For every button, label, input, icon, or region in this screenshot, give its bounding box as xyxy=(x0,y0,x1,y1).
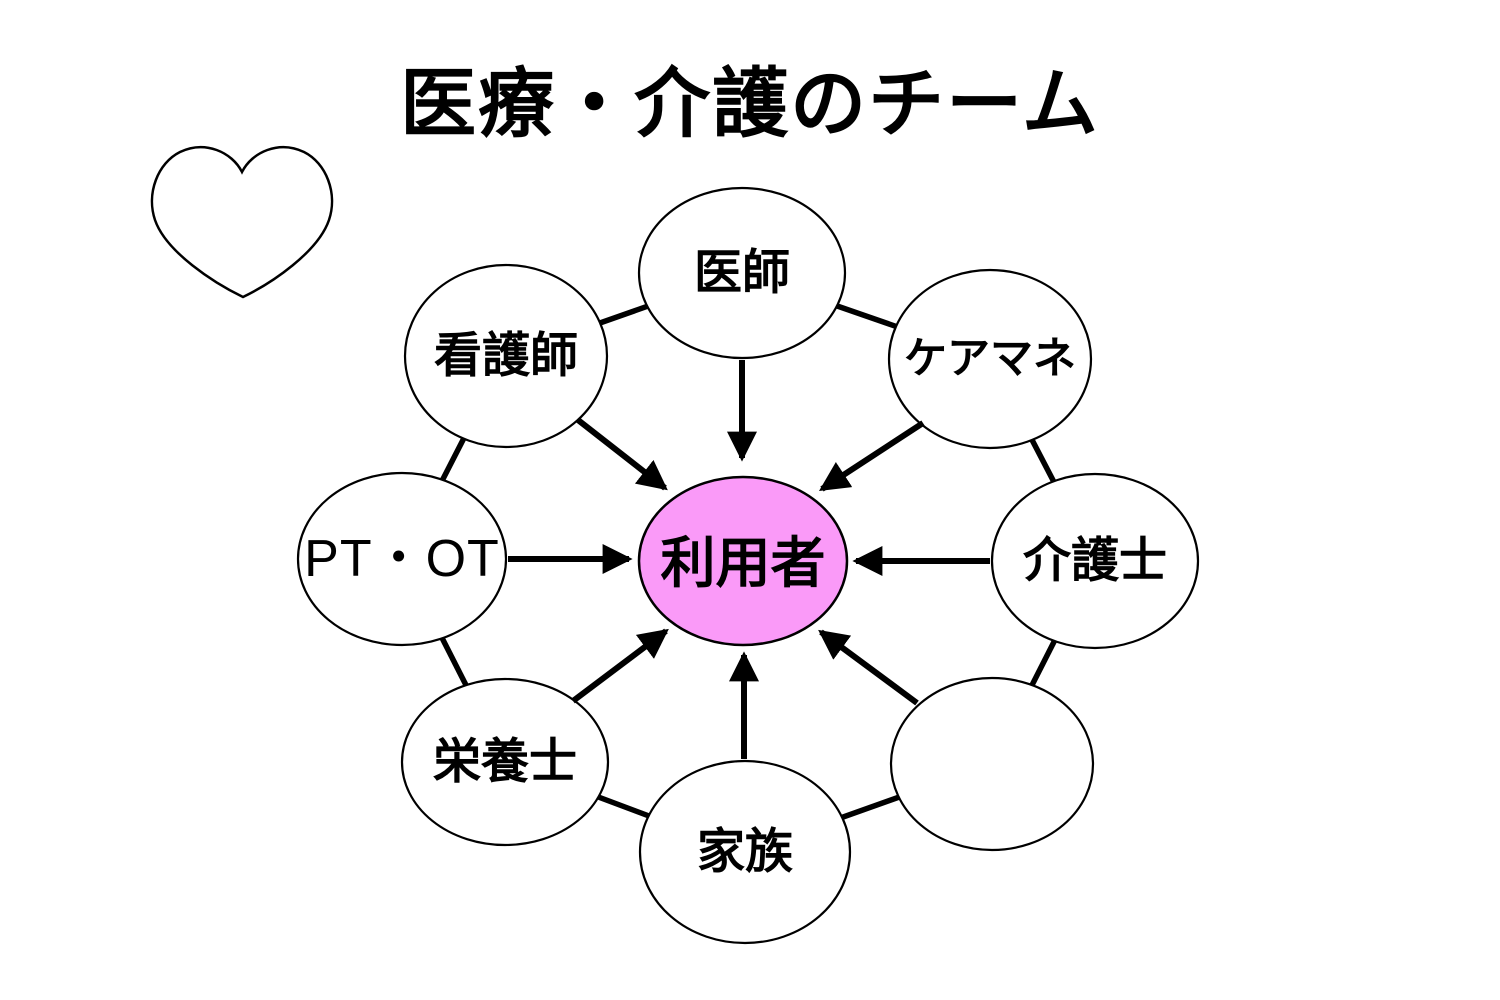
arrows xyxy=(508,360,990,759)
node-nutritionist-label: 栄養士 xyxy=(433,736,577,789)
node-doctor-circle xyxy=(637,186,847,360)
node-family-circle xyxy=(638,759,852,945)
node-care-manager-circle xyxy=(887,268,1093,450)
node-care-worker-label: 介護士 xyxy=(1023,535,1167,588)
node-family-label: 家族 xyxy=(697,826,793,879)
arrow-care-manager-to-user xyxy=(818,420,925,492)
node-nurse-label: 看護師 xyxy=(434,330,578,383)
node-empty-circle xyxy=(889,676,1095,852)
node-pt-ot-label: PT・OT xyxy=(304,530,500,588)
arrow-empty-to-user xyxy=(818,629,919,706)
page-title: 医療・介護のチーム xyxy=(400,62,1100,147)
arrow-nutritionist-to-user xyxy=(571,628,669,704)
heart-icon xyxy=(150,146,334,299)
center-user-label: 利用者 xyxy=(660,532,825,594)
node-nutritionist-circle xyxy=(400,677,610,847)
node-circles xyxy=(296,186,1200,945)
node-nurse-circle xyxy=(403,263,609,449)
node-pt-ot-circle xyxy=(296,471,508,647)
node-doctor-label: 医師 xyxy=(694,247,790,300)
arrow-nurse-to-user xyxy=(576,417,668,491)
node-care-worker-circle xyxy=(990,472,1200,650)
node-care-manager-label: ケアマネ xyxy=(904,335,1076,383)
center-user-circle xyxy=(637,475,849,647)
